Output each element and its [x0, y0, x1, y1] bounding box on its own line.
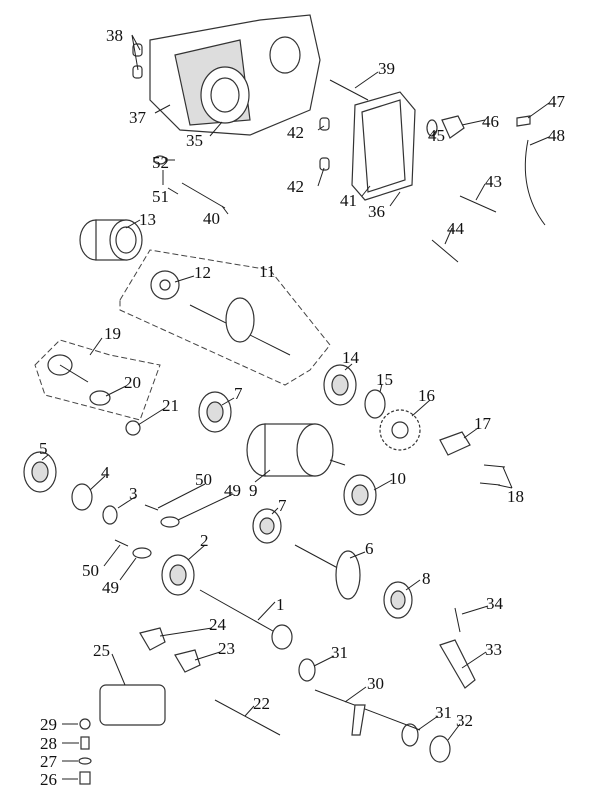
label-31a: 31	[331, 643, 348, 662]
label-33: 33	[485, 640, 502, 659]
label-1: 1	[276, 595, 285, 614]
label-52: 52	[152, 153, 169, 172]
label-39: 39	[378, 59, 395, 78]
label-5: 5	[39, 439, 48, 458]
label-49b: 49	[102, 578, 119, 597]
label-20: 20	[124, 373, 141, 392]
label-21: 21	[162, 396, 179, 415]
label-6: 6	[365, 539, 374, 558]
bushing-13	[79, 219, 143, 261]
shaft-6	[294, 544, 361, 600]
bearings	[23, 364, 413, 619]
label-19: 19	[104, 324, 121, 343]
label-13: 13	[139, 210, 156, 229]
seals-and-washers	[71, 389, 451, 763]
bolts	[114, 79, 506, 633]
label-18: 18	[507, 487, 524, 506]
label-42b: 42	[287, 177, 304, 196]
shift-drum-25	[99, 684, 166, 726]
label-30: 30	[367, 674, 384, 693]
label-45: 45	[428, 126, 445, 145]
label-41: 41	[340, 191, 357, 210]
label-7a: 7	[234, 384, 243, 403]
label-36: 36	[368, 202, 385, 221]
crankcase-cover	[149, 14, 321, 136]
label-38: 38	[106, 26, 123, 45]
shift-shaft-30	[314, 689, 421, 736]
label-25: 25	[93, 641, 110, 660]
label-4: 4	[101, 463, 110, 482]
shift-drum-9	[246, 423, 346, 477]
sprocket-16	[379, 409, 471, 456]
label-26: 26	[40, 770, 57, 789]
leader-lines	[41, 34, 550, 780]
label-16: 16	[418, 386, 435, 405]
shaft-assembly-11	[119, 249, 331, 386]
small-parts	[153, 115, 546, 226]
label-9: 9	[249, 481, 258, 500]
shaft-1	[199, 589, 293, 650]
label-37: 37	[129, 108, 147, 127]
label-51: 51	[152, 187, 169, 206]
label-12: 12	[194, 263, 211, 282]
label-10: 10	[389, 469, 406, 488]
label-49a: 49	[224, 481, 241, 500]
label-14: 14	[342, 348, 360, 367]
label-29: 29	[40, 715, 57, 734]
label-28: 28	[40, 734, 57, 753]
label-22: 22	[253, 694, 270, 713]
label-2: 2	[200, 531, 209, 550]
label-44: 44	[447, 219, 465, 238]
label-7b: 7	[278, 496, 287, 515]
detent-parts	[78, 718, 92, 785]
label-43: 43	[485, 172, 502, 191]
lever-33	[439, 639, 476, 689]
label-50b: 50	[82, 561, 99, 580]
label-35: 35	[186, 131, 203, 150]
label-34: 34	[486, 594, 504, 613]
label-8: 8	[422, 569, 431, 588]
label-17: 17	[474, 414, 492, 433]
label-31b: 31	[435, 703, 452, 722]
label-32: 32	[456, 711, 473, 730]
label-3: 3	[129, 484, 138, 503]
label-11: 11	[259, 262, 275, 281]
label-40: 40	[203, 209, 220, 228]
label-15: 15	[376, 370, 393, 389]
label-47: 47	[548, 92, 566, 111]
label-50a: 50	[195, 470, 212, 489]
assembly-19	[34, 339, 161, 421]
label-46: 46	[482, 112, 499, 131]
label-42a: 42	[287, 123, 304, 142]
label-24: 24	[209, 615, 227, 634]
label-23: 23	[218, 639, 235, 658]
label-27: 27	[40, 752, 58, 771]
shift-forks	[139, 627, 281, 736]
side-cover	[351, 91, 416, 201]
label-48: 48	[548, 126, 565, 145]
part-labels: 38 37 35 39 42 42 41 36 45 46 47 48 52 5…	[39, 26, 566, 789]
